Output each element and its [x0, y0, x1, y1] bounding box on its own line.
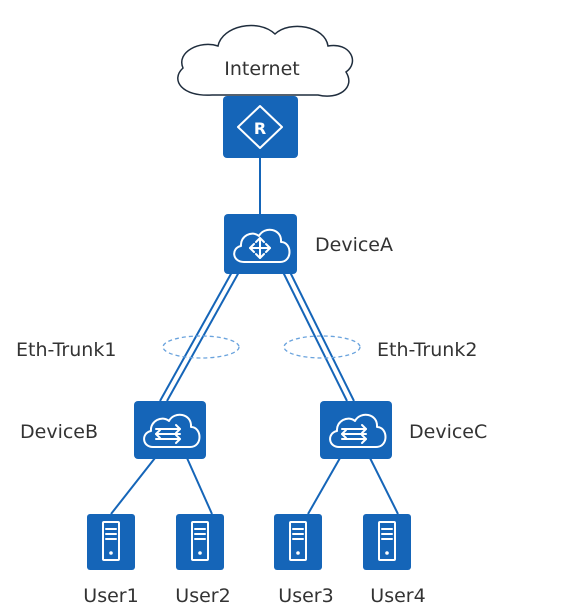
devicea-label: DeviceA: [315, 234, 393, 256]
eth-trunk1-ring: [162, 335, 240, 359]
links: [110, 158, 399, 515]
user2-node[interactable]: [176, 514, 224, 570]
user2-box: [176, 514, 224, 570]
link-devicec-user3: [307, 457, 341, 515]
user1-node[interactable]: [87, 514, 135, 570]
devicec-node[interactable]: [320, 401, 392, 459]
access-switch-icon: [143, 413, 201, 448]
devicec-label: DeviceC: [409, 421, 487, 443]
server-icon: [102, 521, 120, 561]
user4-label: User4: [370, 585, 425, 607]
user2-label: User2: [175, 585, 230, 607]
deviceb-label: DeviceB: [20, 421, 98, 443]
server-icon: [378, 521, 396, 561]
user1-label: User1: [83, 585, 138, 607]
eth-trunk2-ring: [283, 335, 361, 359]
devicea-node[interactable]: [224, 214, 297, 274]
link-deviceb-user1: [110, 457, 156, 515]
server-icon: [289, 521, 307, 561]
link-devicea-devicec-2: [289, 271, 355, 402]
link-devicec-user4: [369, 457, 399, 515]
eth-trunk1-label: Eth-Trunk1: [16, 339, 116, 361]
user3-node[interactable]: [274, 514, 322, 570]
user4-node[interactable]: [363, 514, 411, 570]
server-icon: [191, 521, 209, 561]
access-switch-icon: [329, 413, 387, 448]
user1-box: [87, 514, 135, 570]
user4-box: [363, 514, 411, 570]
user3-label: User3: [278, 585, 333, 607]
router-device[interactable]: R: [223, 96, 298, 158]
router-box: [223, 96, 298, 158]
router-icon: R: [237, 105, 283, 149]
svg-text:R: R: [254, 119, 266, 138]
internet-cloud-icon: [177, 24, 354, 97]
deviceb-node[interactable]: [134, 401, 206, 459]
link-deviceb-user2: [186, 457, 213, 515]
internet-label: Internet: [224, 58, 299, 80]
core-switch-icon: [233, 228, 291, 263]
eth-trunk2-label: Eth-Trunk2: [377, 339, 477, 361]
user3-box: [274, 514, 322, 570]
link-devicea-devicec-1: [282, 271, 348, 402]
